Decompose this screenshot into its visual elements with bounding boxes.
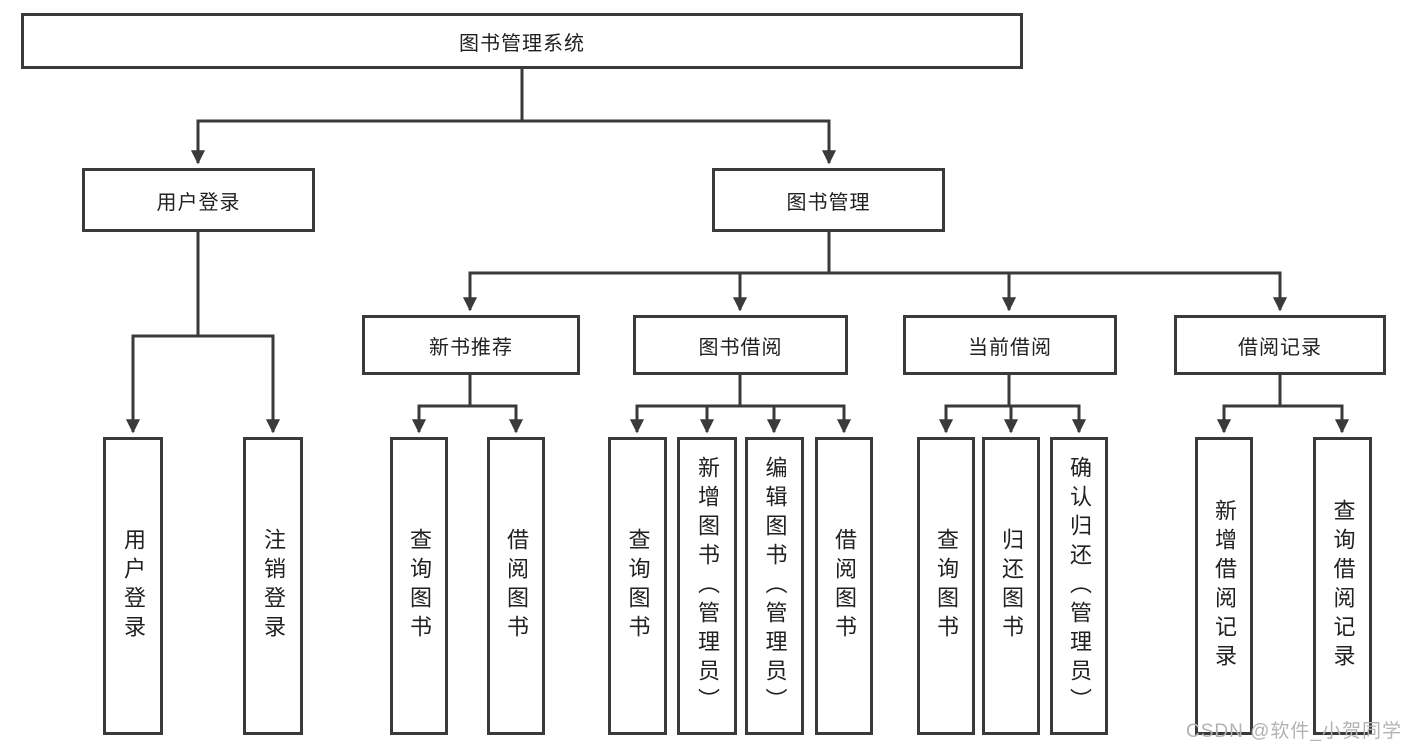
node-book-borrow: 图书借阅 — [633, 315, 848, 375]
leaf-add-books-admin: 新增图书（管理员） — [677, 437, 737, 735]
node-user-login: 用户登录 — [82, 168, 315, 232]
leaf-confirm-return-admin: 确认归还（管理员） — [1050, 437, 1108, 735]
csdn-watermark: CSDN @软件_小贺同学 — [1186, 721, 1402, 742]
leaf-query-borrow-record: 查询借阅记录 — [1313, 437, 1372, 735]
leaf-user-login: 用户登录 — [103, 437, 163, 735]
leaf-edit-books-admin: 编辑图书（管理员） — [745, 437, 804, 735]
leaf-return-books: 归还图书 — [982, 437, 1040, 735]
node-new-book-recommend: 新书推荐 — [362, 315, 580, 375]
node-root: 图书管理系统 — [21, 13, 1023, 69]
node-current-borrow: 当前借阅 — [903, 315, 1117, 375]
leaf-query-books-3: 查询图书 — [917, 437, 975, 735]
leaf-borrow-books-1: 借阅图书 — [487, 437, 545, 735]
leaf-logout: 注销登录 — [243, 437, 303, 735]
leaf-add-borrow-record: 新增借阅记录 — [1195, 437, 1253, 735]
leaf-query-books-2: 查询图书 — [608, 437, 667, 735]
node-borrow-record: 借阅记录 — [1174, 315, 1386, 375]
leaf-borrow-books-2: 借阅图书 — [815, 437, 873, 735]
leaf-query-books-1: 查询图书 — [390, 437, 448, 735]
node-book-management: 图书管理 — [712, 168, 945, 232]
